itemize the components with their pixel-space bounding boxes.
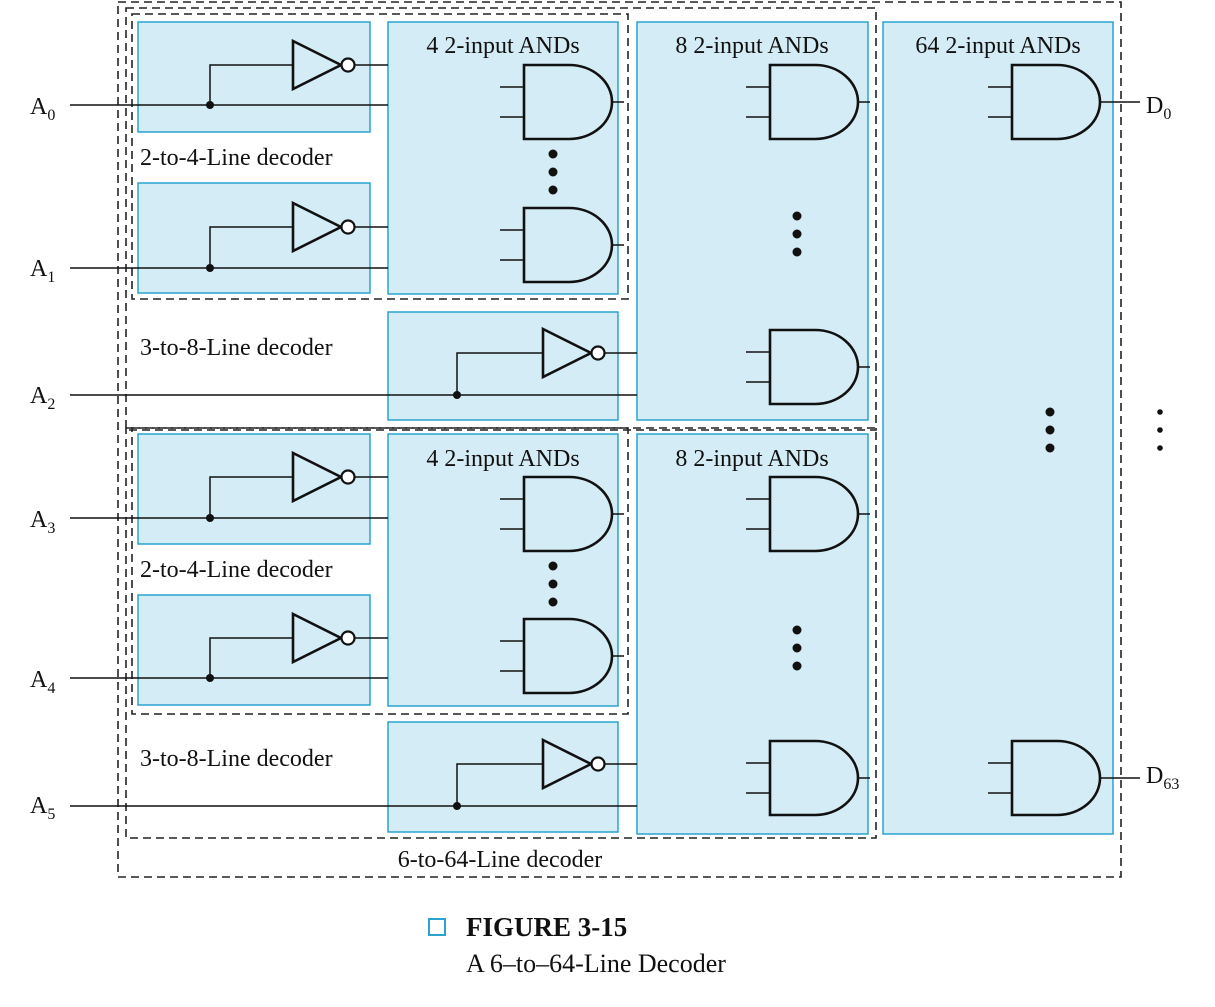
inverter-box-a4: [137, 594, 371, 706]
output-label-d0: D0: [1146, 93, 1171, 123]
label-6to64: 6-to-64-Line decoder: [398, 847, 603, 873]
label-2to4-upper: 2-to-4-Line decoder: [140, 145, 333, 171]
not-gate-icon: [291, 611, 344, 665]
not-gate-icon: [291, 200, 344, 254]
inverter-bubble-icon: [340, 469, 356, 485]
ellipsis-dot: [792, 247, 802, 257]
inverter-bubble-icon: [340, 57, 356, 73]
branch-wire: [456, 763, 543, 806]
frame-3to8-decoder-lower: [125, 427, 877, 839]
ellipsis-dot: [1157, 445, 1163, 451]
branch-wire: [209, 226, 293, 268]
input-label-a1: A1: [30, 256, 55, 286]
junction-dot: [453, 391, 461, 399]
ellipsis-dot: [548, 561, 558, 571]
gates: [291, 38, 1102, 817]
input-label-a3: A3: [30, 507, 55, 537]
label-3to8-upper: 3-to-8-Line decoder: [140, 335, 333, 361]
and-gate-icon: [522, 475, 614, 553]
label-and4-lower: 4 2-input ANDs: [426, 446, 579, 472]
and-gate-icon: [522, 206, 614, 284]
ellipsis-dot: [792, 229, 802, 239]
and-gate-icon: [1010, 63, 1102, 141]
ellipsis-dot: [792, 625, 802, 635]
ellipsis-dot: [792, 661, 802, 671]
inverter-box-a2: [387, 311, 619, 421]
inverter-box-a0: [137, 21, 371, 133]
figure-number: FIGURE 3-15: [466, 912, 628, 942]
ellipsis-dot: [792, 211, 802, 221]
not-gate-icon: [291, 38, 344, 92]
figure-title: A 6–to–64-Line Decoder: [466, 949, 726, 978]
input-label-a0: A0: [30, 94, 55, 124]
junction-dot: [206, 514, 214, 522]
input-label-a4: A4: [30, 667, 55, 697]
branch-wire: [456, 352, 543, 395]
ellipsis-dot: [548, 579, 558, 589]
and-gate-icon: [768, 63, 860, 141]
branch-wire: [209, 637, 293, 678]
input-label-a2: A2: [30, 383, 55, 413]
inverter-bubble-icon: [340, 630, 356, 646]
not-gate-icon: [541, 326, 594, 380]
junction-dot: [206, 101, 214, 109]
and-gate-icon: [768, 475, 860, 553]
inverter-box-a3: [137, 433, 371, 545]
label-and8-lower: 8 2-input ANDs: [675, 446, 828, 472]
wiring: [70, 64, 1140, 810]
frame-6to64-decoder: [117, 1, 1122, 878]
ellipsis-dot: [1157, 427, 1163, 433]
ellipsis-dot: [548, 185, 558, 195]
and-gate-icon: [768, 328, 860, 406]
inverter-bubble-icon: [340, 219, 356, 235]
frame-3to8-decoder-upper: [125, 7, 877, 431]
junction-dot: [453, 802, 461, 810]
square-outline-icon: [428, 918, 446, 936]
ellipsis-dot: [548, 149, 558, 159]
ellipsis-dot: [1157, 409, 1163, 415]
not-gate-icon: [541, 737, 594, 791]
branch-wire: [209, 476, 293, 518]
branch-wire: [209, 64, 293, 105]
ellipsis-dot: [548, 167, 558, 177]
frame-2to4-decoder-upper: [131, 13, 629, 300]
label-3to8-lower: 3-to-8-Line decoder: [140, 746, 333, 772]
label-and4-upper: 4 2-input ANDs: [426, 33, 579, 59]
and-gate-icon: [522, 63, 614, 141]
label-2to4-lower: 2-to-4-Line decoder: [140, 557, 333, 583]
inverter-box-a1: [137, 182, 371, 294]
inverter-bubble-icon: [590, 756, 606, 772]
ellipsis-dot: [792, 643, 802, 653]
ellipsis-dot: [1045, 425, 1055, 435]
not-gate-icon: [291, 450, 344, 504]
inverter-bubble-icon: [590, 345, 606, 361]
output-label-d63: D63: [1146, 763, 1179, 793]
and64-box: [882, 21, 1114, 835]
ellipsis-dots: [548, 149, 1163, 671]
junction-dot: [206, 264, 214, 272]
and-gate-icon: [1010, 739, 1102, 817]
ellipsis-dot: [1045, 443, 1055, 453]
ellipsis-dot: [548, 597, 558, 607]
frame-2to4-decoder-lower: [131, 427, 629, 715]
inverter-box-a5: [387, 721, 619, 833]
ellipsis-dot: [1045, 407, 1055, 417]
label-and64: 64 2-input ANDs: [915, 33, 1080, 59]
junction-dot: [206, 674, 214, 682]
input-label-a5: A5: [30, 793, 55, 823]
and-gate-icon: [768, 739, 860, 817]
decoder-diagram: 4 2-input ANDs 8 2-input ANDs 64 2-input…: [30, 1, 1179, 878]
label-and8-upper: 8 2-input ANDs: [675, 33, 828, 59]
and-gate-icon: [522, 617, 614, 695]
